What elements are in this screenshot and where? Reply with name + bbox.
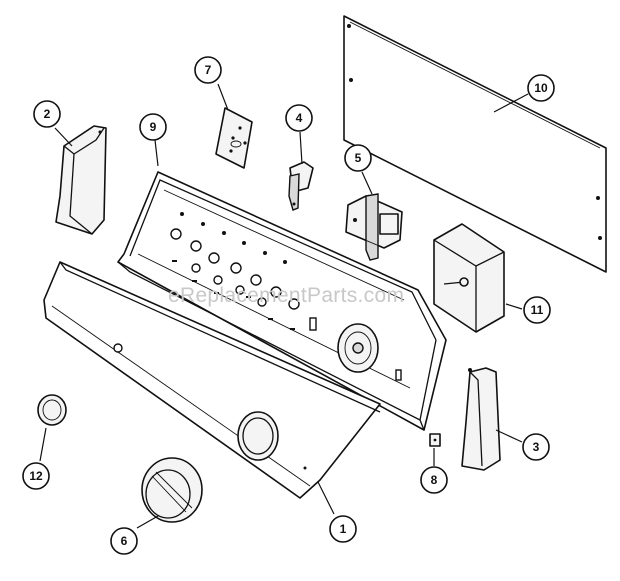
callout-4-label: 4 — [296, 111, 303, 125]
panel-slots — [172, 260, 402, 381]
part-1-console-fascia — [43, 261, 381, 499]
panel-indicator-holes — [180, 212, 287, 264]
callout-6: 6 — [110, 527, 138, 555]
callout-10-label: 10 — [534, 81, 548, 95]
part-12-small-knob — [37, 394, 67, 426]
callout-leaders — [39, 83, 529, 529]
part-3-right-end-cap — [461, 367, 501, 471]
callout-2-label: 2 — [44, 107, 51, 121]
part-10-rear-panel — [343, 15, 607, 273]
callout-8-label: 8 — [431, 473, 438, 487]
panel-timer-dial — [337, 323, 379, 373]
callout-9-label: 9 — [150, 120, 157, 134]
callout-11: 11 — [523, 296, 551, 324]
callout-2: 2 — [33, 100, 61, 128]
part-7-switch-plate — [215, 107, 253, 169]
callout-5: 5 — [344, 144, 372, 172]
callout-1: 1 — [329, 515, 357, 543]
part-2-left-end-cap — [55, 125, 107, 235]
callout-7-label: 7 — [205, 63, 212, 77]
part-9-control-panel — [117, 171, 447, 431]
callout-9: 9 — [139, 113, 167, 141]
part-8-clip — [429, 433, 441, 447]
part-4-switch — [288, 161, 314, 211]
callout-8: 8 — [420, 466, 448, 494]
watermark-text: eReplacementParts.com — [168, 284, 404, 307]
callout-6-label: 6 — [121, 534, 128, 548]
callout-3: 3 — [522, 433, 550, 461]
callout-7: 7 — [194, 56, 222, 84]
callout-12-label: 12 — [29, 469, 43, 483]
callout-5-label: 5 — [355, 151, 362, 165]
part-5-timer — [345, 193, 403, 261]
callout-12: 12 — [22, 462, 50, 490]
part-11-control-module — [433, 223, 505, 333]
callout-10: 10 — [527, 74, 555, 102]
part-6-large-knob — [141, 457, 203, 523]
callout-3-label: 3 — [533, 440, 540, 454]
callout-4: 4 — [285, 104, 313, 132]
panel-buttons — [170, 228, 300, 310]
callout-1-label: 1 — [340, 522, 347, 536]
callout-11-label: 11 — [531, 303, 544, 317]
